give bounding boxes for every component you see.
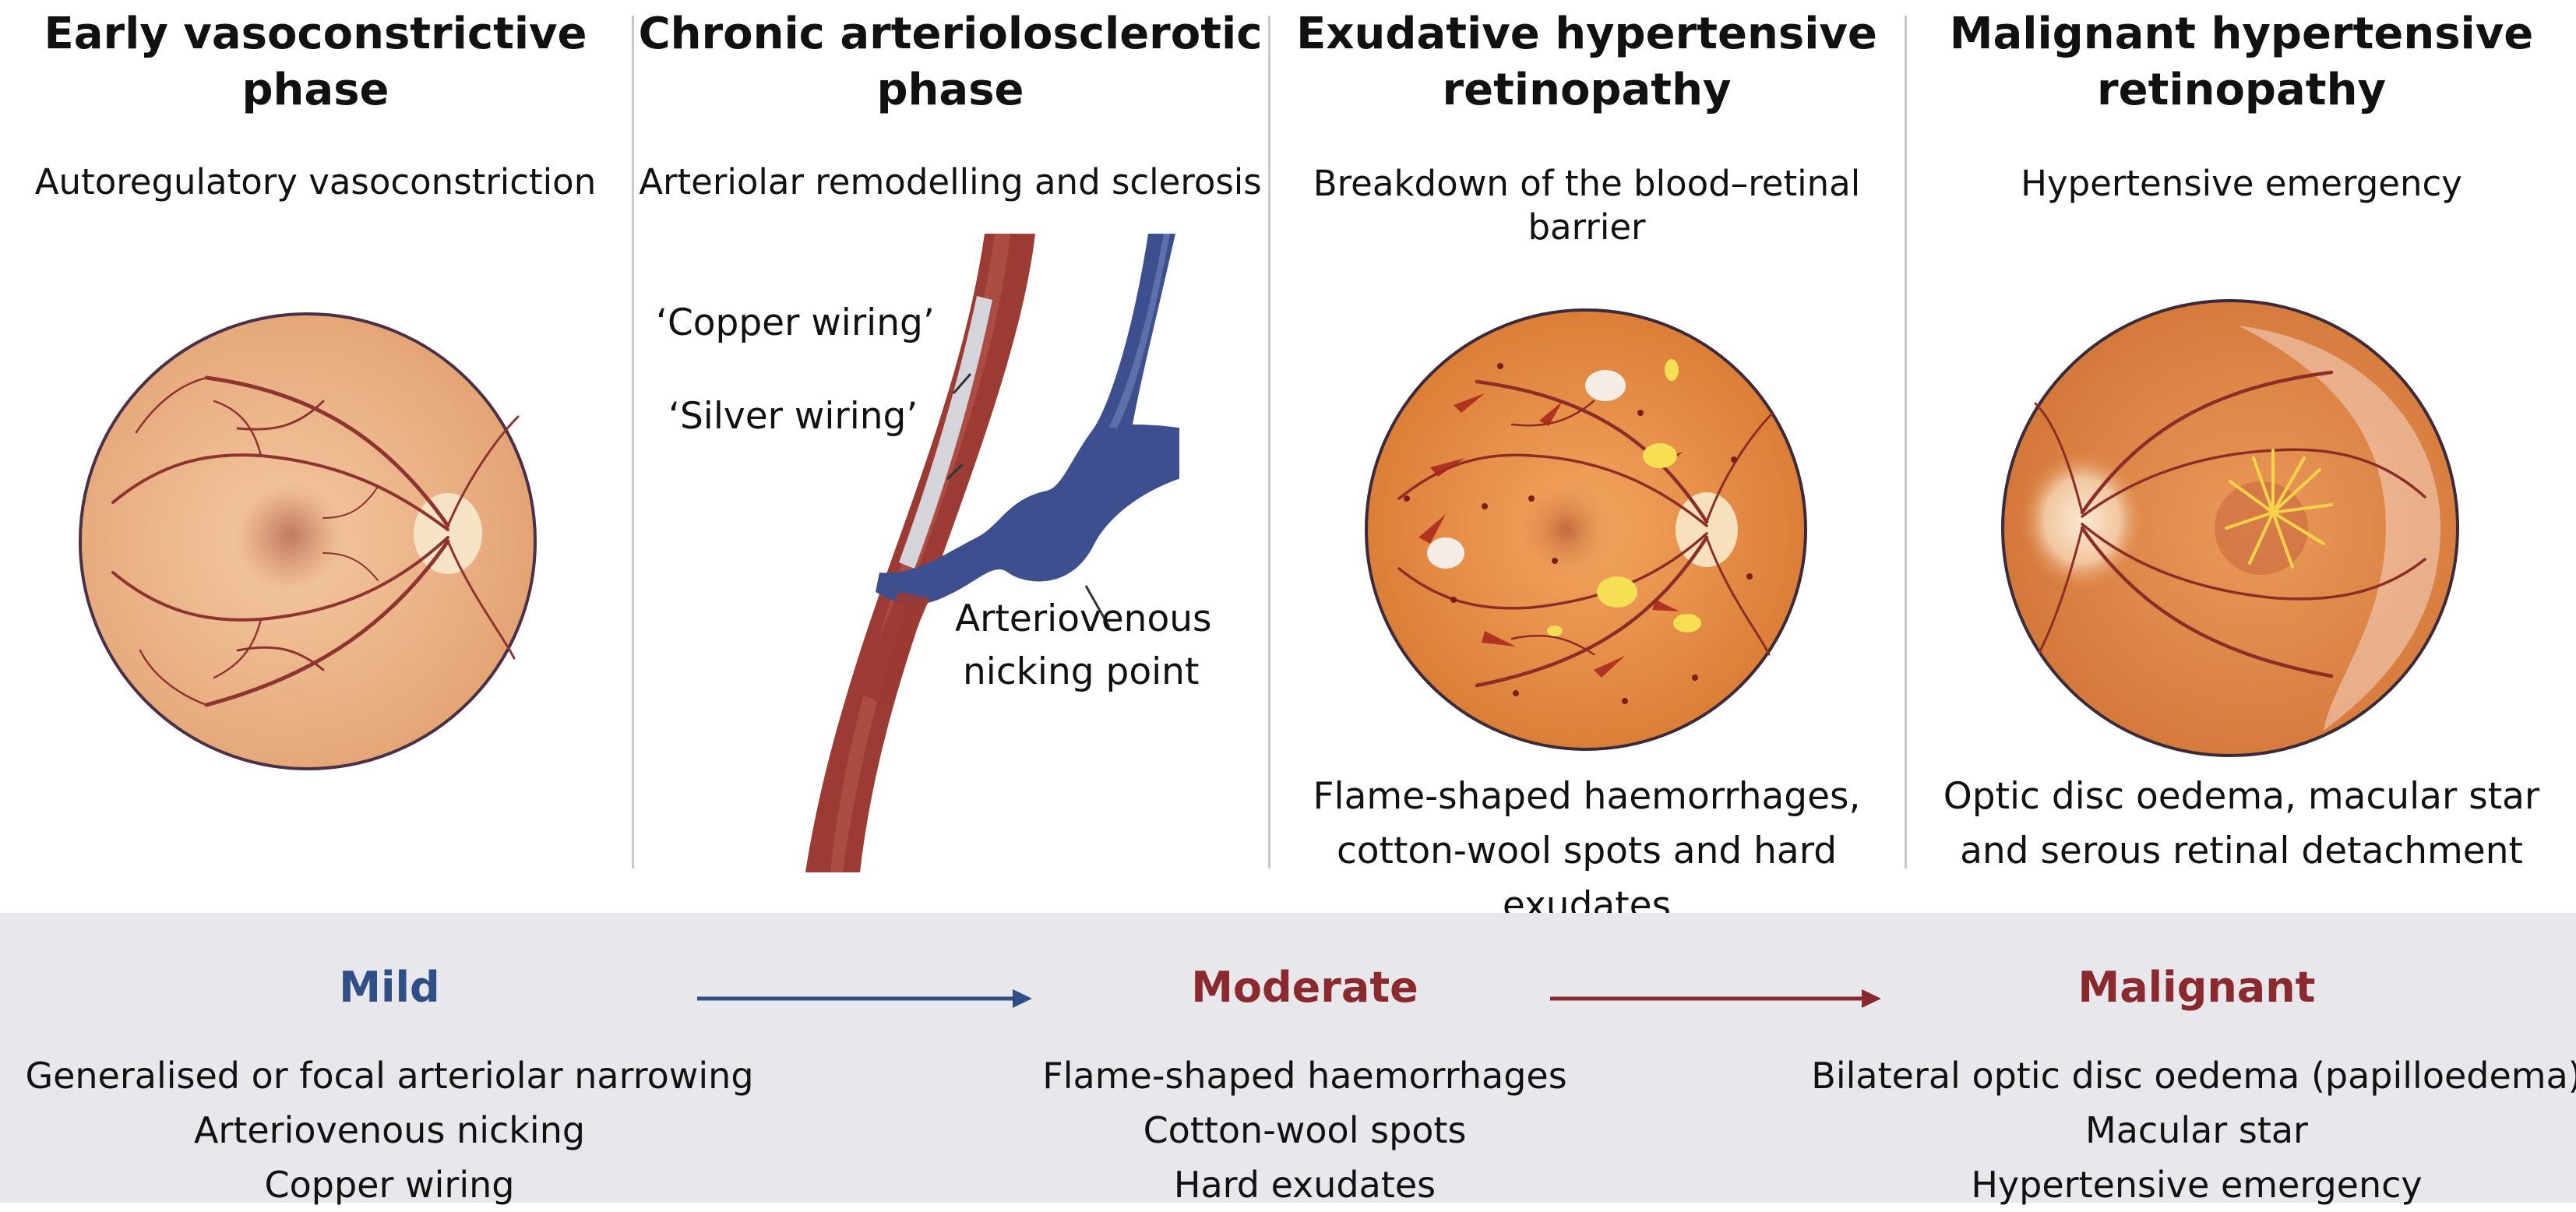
severity-title: Malignant: [2077, 963, 2316, 1012]
panel-title: Chronic arteriolosclerotic phase: [638, 9, 1263, 115]
optic-disc: [414, 493, 482, 574]
panel-exudative: Exudative hypertensive retinopathy Break…: [1270, 0, 1903, 927]
panel-title: Early vasoconstrictive phase: [44, 9, 587, 115]
panel-malignant: Malignant hypertensive retinopathy Hyper…: [1907, 0, 2576, 872]
right-arrow-icon: [1550, 989, 1881, 1008]
optic-disc-oedema: [2020, 450, 2144, 590]
fundus-normal-illustration: [79, 312, 537, 770]
panel-chronic-arteriolosclerotic: Chronic arteriolosclerotic phase Arterio…: [634, 0, 1267, 872]
list-item: Flame-shaped haemorrhages: [1042, 1055, 1567, 1097]
panel-early-vasoconstrictive: Early vasoconstrictive phase Autoregulat…: [0, 0, 631, 872]
panel-title: Malignant hypertensive retinopathy: [1949, 9, 2534, 115]
panel-subtitle: Autoregulatory vasoconstriction: [34, 161, 597, 203]
severity-mild: Mild Generalised or focal arteriolar nar…: [0, 957, 779, 1212]
silver-wiring-label: ‘Silver wiring’: [668, 395, 918, 438]
list-item: Cotton-wool spots: [1143, 1109, 1467, 1151]
fundus-exudative-illustration: [1365, 308, 1807, 751]
severity-title: Mild: [339, 963, 440, 1012]
panel-subtitle: Arteriolar remodelling and sclerosis: [639, 161, 1262, 203]
vessel-crossing-illustration: [805, 234, 1179, 872]
right-arrow-icon: [697, 989, 1032, 1008]
panel-caption: Flame-shaped haemorrhages, cotton-wool s…: [1313, 775, 1861, 927]
panel-caption: Optic disc oedema, macular star and sero…: [1943, 775, 2540, 872]
macular-star: [2225, 449, 2333, 569]
copper-wiring-label: ‘Copper wiring’: [656, 301, 935, 344]
list-item: Bilateral optic disc oedema (papilloedem…: [1811, 1055, 2576, 1097]
column-divider: [632, 16, 634, 868]
list-item: Hypertensive emergency: [1971, 1164, 2423, 1206]
list-item: Copper wiring: [264, 1164, 515, 1206]
av-nicking-label-line2: nicking point: [963, 650, 1200, 693]
severity-title: Moderate: [1191, 963, 1418, 1012]
severity-band: Mild Generalised or focal arteriolar nar…: [0, 913, 2576, 1206]
severity-malignant: Malignant Bilateral optic disc oedema (p…: [1807, 957, 2576, 1212]
panel-subtitle: Hypertensive emergency: [2021, 163, 2462, 204]
optic-disc: [1676, 492, 1738, 567]
column-divider: [1268, 16, 1270, 868]
column-divider: [1905, 16, 1907, 868]
list-item: Arteriovenous nicking: [193, 1109, 586, 1151]
list-item: Generalised or focal arteriolar narrowin…: [25, 1055, 754, 1097]
panel-subtitle: Breakdown of the blood–retinal barrier: [1313, 163, 1861, 248]
list-item: Hard exudates: [1173, 1164, 1436, 1206]
list-item: Macular star: [2085, 1109, 2308, 1151]
fundus-malignant-illustration: [2001, 299, 2459, 757]
severity-moderate: Moderate Flame-shaped haemorrhages Cotto…: [915, 957, 1694, 1212]
av-nicking-label-line1: Arteriovenous: [955, 597, 1212, 640]
panel-title: Exudative hypertensive retinopathy: [1296, 9, 1877, 115]
